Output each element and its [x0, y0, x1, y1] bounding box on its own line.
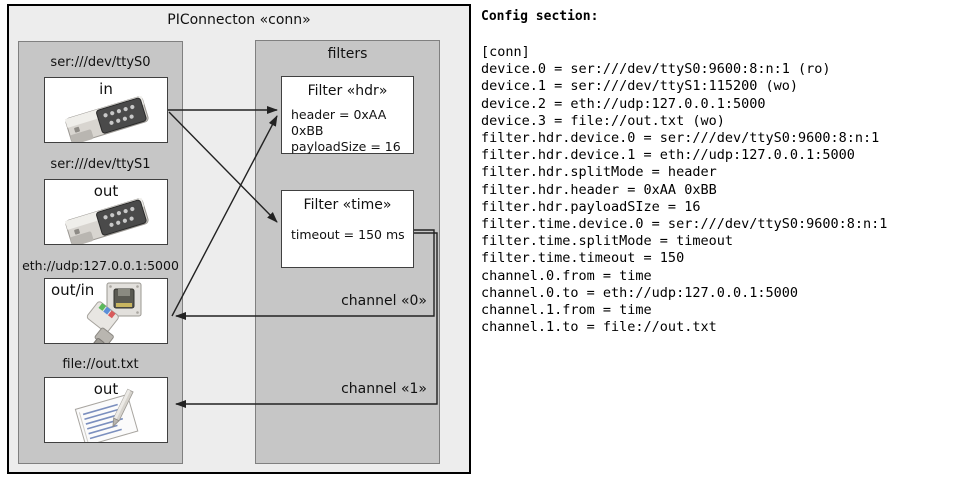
- filter-prop-time-timeout: timeout = 150 ms: [291, 227, 405, 242]
- device-label-ttys0: ser:///dev/ttyS0: [50, 55, 151, 70]
- filter-prop-hdr-payloadsize: payloadSize = 16: [291, 139, 401, 154]
- config-line-2: device.1 = ser:///dev/ttyS1:115200 (wo): [481, 78, 798, 95]
- filter-box-hdr[interactable]: Filter «hdr» header = 0xAA 0xBB payloadS…: [281, 76, 414, 154]
- device-box-ttys0[interactable]: in: [44, 77, 168, 143]
- filters-panel-title: filters: [327, 46, 368, 62]
- config-line-5: filter.hdr.device.0 = ser:///dev/ttyS0:9…: [481, 130, 880, 147]
- config-line-3: device.2 = eth://udp:127.0.0.1:5000: [481, 95, 766, 112]
- config-line-0: [conn]: [481, 44, 530, 60]
- text-file-icon: [45, 378, 167, 442]
- config-line-11: filter.time.splitMode = timeout: [481, 233, 733, 250]
- device-direction-eth: out/in: [51, 281, 95, 299]
- config-line-7: filter.hdr.splitMode = header: [481, 164, 717, 181]
- channel-label-0: channel «0»: [341, 293, 427, 309]
- device-direction-file: out: [93, 380, 119, 398]
- config-line-1: device.0 = ser:///dev/ttyS0:9600:8:n:1 (…: [481, 61, 831, 78]
- filter-prop-hdr-header: header = 0xAA 0xBB: [291, 107, 387, 138]
- device-label-ttys1: ser:///dev/ttyS1: [50, 157, 151, 172]
- channel-label-1: channel «1»: [341, 381, 427, 397]
- config-line-15: channel.1.from = time: [481, 302, 652, 319]
- device-box-file[interactable]: out: [44, 377, 168, 443]
- ethernet-jack-icon: [45, 279, 167, 343]
- config-line-8: filter.hdr.header = 0xAA 0xBB: [481, 181, 717, 198]
- device-direction-ttys0: in: [99, 80, 113, 98]
- serial-port-icon: [45, 180, 167, 244]
- device-label-file: file://out.txt: [62, 357, 139, 372]
- config-line-10: filter.time.device.0 = ser:///dev/ttyS0:…: [481, 216, 888, 233]
- serial-port-icon: [45, 78, 167, 142]
- device-box-ttys1[interactable]: out: [44, 179, 168, 245]
- filter-title-time: Filter «time»: [303, 197, 392, 213]
- device-box-eth[interactable]: out/in: [44, 278, 168, 344]
- config-heading: Config section:: [481, 9, 599, 24]
- device-label-eth: eth://udp:127.0.0.1:5000: [22, 258, 179, 273]
- config-line-14: channel.0.to = eth://udp:127.0.0.1:5000: [481, 284, 798, 301]
- filter-box-time[interactable]: Filter «time» timeout = 150 ms: [281, 190, 414, 268]
- config-line-6: filter.hdr.device.1 = eth://udp:127.0.0.…: [481, 147, 855, 164]
- config-line-16: channel.1.to = file://out.txt: [481, 319, 717, 336]
- device-direction-ttys1: out: [93, 182, 119, 200]
- config-text: [conn]device.0 = ser:///dev/ttyS0:9600:8…: [481, 44, 887, 336]
- config-line-12: filter.time.timeout = 150: [481, 250, 685, 267]
- config-line-13: channel.0.from = time: [481, 267, 652, 284]
- filter-title-hdr: Filter «hdr»: [307, 83, 388, 99]
- config-line-9: filter.hdr.payloadSIze = 16: [481, 198, 701, 215]
- component-title: PIConnecton «conn»: [167, 12, 311, 28]
- config-line-4: device.3 = file://out.txt (wo): [481, 112, 725, 129]
